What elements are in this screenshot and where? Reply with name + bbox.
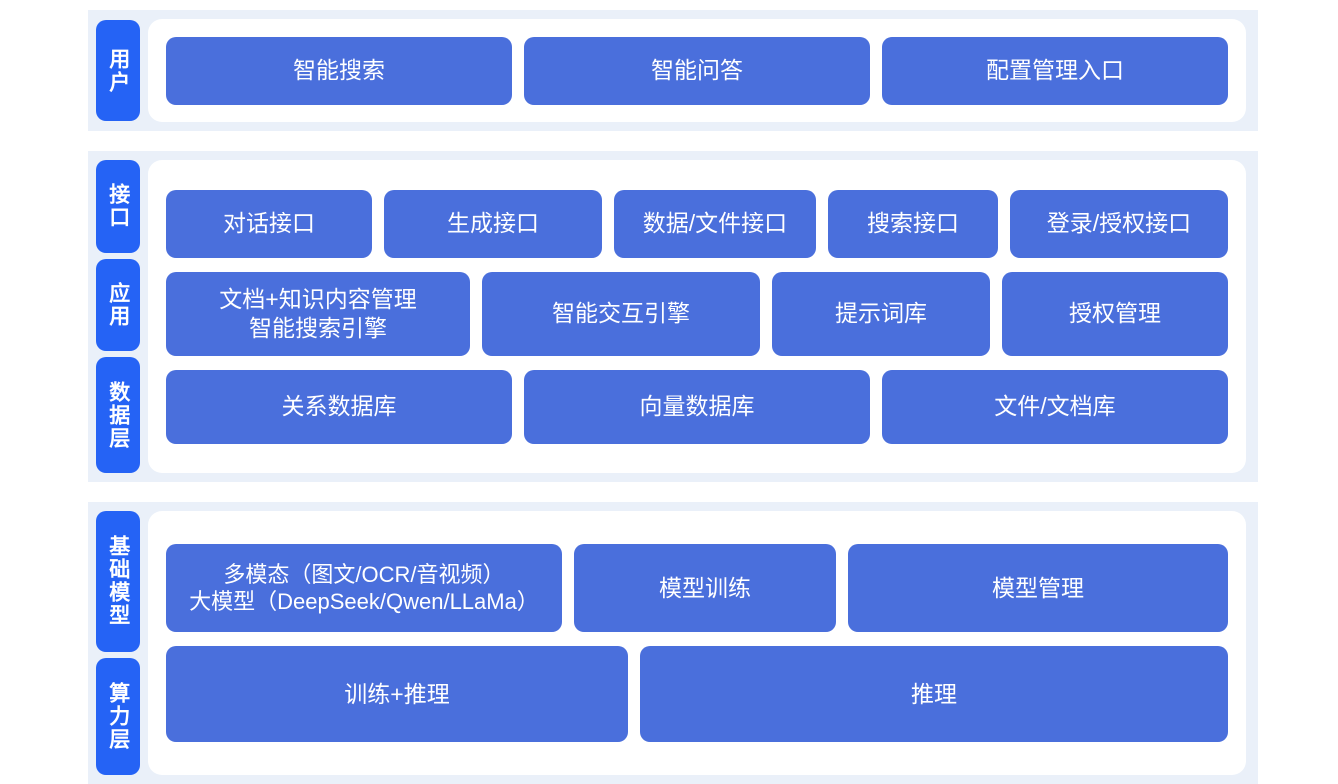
box-smart-interaction-engine[interactable]: 智能交互引擎 bbox=[482, 271, 760, 356]
rail-application: 接口 应用 数据层 bbox=[88, 151, 148, 482]
box-config-management-entry[interactable]: 配置管理入口 bbox=[882, 36, 1228, 105]
box-inference[interactable]: 推理 bbox=[640, 646, 1228, 742]
rail-tab-compute-layer[interactable]: 算力层 bbox=[96, 657, 140, 775]
box-multimodal-large-model[interactable]: 多模态（图文/OCR/音视频） 大模型（DeepSeek/Qwen/LLaMa） bbox=[166, 544, 562, 632]
box-model-training[interactable]: 模型训练 bbox=[574, 544, 836, 632]
box-smart-search[interactable]: 智能搜索 bbox=[166, 36, 512, 105]
section-application: 接口 应用 数据层 对话接口 生成接口 数据/文件接口 搜索接口 登录/授权接口… bbox=[88, 151, 1258, 482]
box-file-document-store[interactable]: 文件/文档库 bbox=[882, 369, 1228, 444]
box-search-api[interactable]: 搜索接口 bbox=[828, 189, 998, 258]
box-relational-database[interactable]: 关系数据库 bbox=[166, 369, 512, 444]
row-models: 多模态（图文/OCR/音视频） 大模型（DeepSeek/Qwen/LLaMa）… bbox=[166, 544, 1228, 632]
rail-base: 基础模型 算力层 bbox=[88, 502, 148, 784]
box-model-management[interactable]: 模型管理 bbox=[848, 544, 1228, 632]
rail-tab-user[interactable]: 用户 bbox=[96, 20, 140, 121]
row-api: 对话接口 生成接口 数据/文件接口 搜索接口 登录/授权接口 bbox=[166, 189, 1228, 258]
panel-application: 对话接口 生成接口 数据/文件接口 搜索接口 登录/授权接口 文档+知识内容管理… bbox=[148, 160, 1246, 473]
box-generation-api[interactable]: 生成接口 bbox=[384, 189, 602, 258]
box-training-plus-inference[interactable]: 训练+推理 bbox=[166, 646, 628, 742]
box-authorization-management[interactable]: 授权管理 bbox=[1002, 271, 1228, 356]
rail-user: 用户 bbox=[88, 10, 148, 131]
box-smart-qa[interactable]: 智能问答 bbox=[524, 36, 870, 105]
row-user-entries: 智能搜索 智能问答 配置管理入口 bbox=[166, 36, 1228, 105]
panel-user: 智能搜索 智能问答 配置管理入口 bbox=[148, 19, 1246, 122]
rail-tab-foundation-model[interactable]: 基础模型 bbox=[96, 511, 140, 652]
row-application-modules: 文档+知识内容管理 智能搜索引擎 智能交互引擎 提示词库 授权管理 bbox=[166, 271, 1228, 356]
rail-tab-application[interactable]: 应用 bbox=[96, 258, 140, 352]
box-login-auth-api[interactable]: 登录/授权接口 bbox=[1010, 189, 1228, 258]
box-data-file-api[interactable]: 数据/文件接口 bbox=[614, 189, 816, 258]
panel-base: 多模态（图文/OCR/音视频） 大模型（DeepSeek/Qwen/LLaMa）… bbox=[148, 511, 1246, 775]
box-dialog-api[interactable]: 对话接口 bbox=[166, 189, 372, 258]
rail-tab-interface[interactable]: 接口 bbox=[96, 160, 140, 253]
row-compute: 训练+推理 推理 bbox=[166, 646, 1228, 742]
box-prompt-library[interactable]: 提示词库 bbox=[772, 271, 990, 356]
box-vector-database[interactable]: 向量数据库 bbox=[524, 369, 870, 444]
row-data-stores: 关系数据库 向量数据库 文件/文档库 bbox=[166, 369, 1228, 444]
box-document-knowledge-management[interactable]: 文档+知识内容管理 智能搜索引擎 bbox=[166, 271, 470, 356]
rail-tab-data-layer[interactable]: 数据层 bbox=[96, 357, 140, 474]
section-user: 用户 智能搜索 智能问答 配置管理入口 bbox=[88, 10, 1258, 131]
section-base: 基础模型 算力层 多模态（图文/OCR/音视频） 大模型（DeepSeek/Qw… bbox=[88, 502, 1258, 784]
